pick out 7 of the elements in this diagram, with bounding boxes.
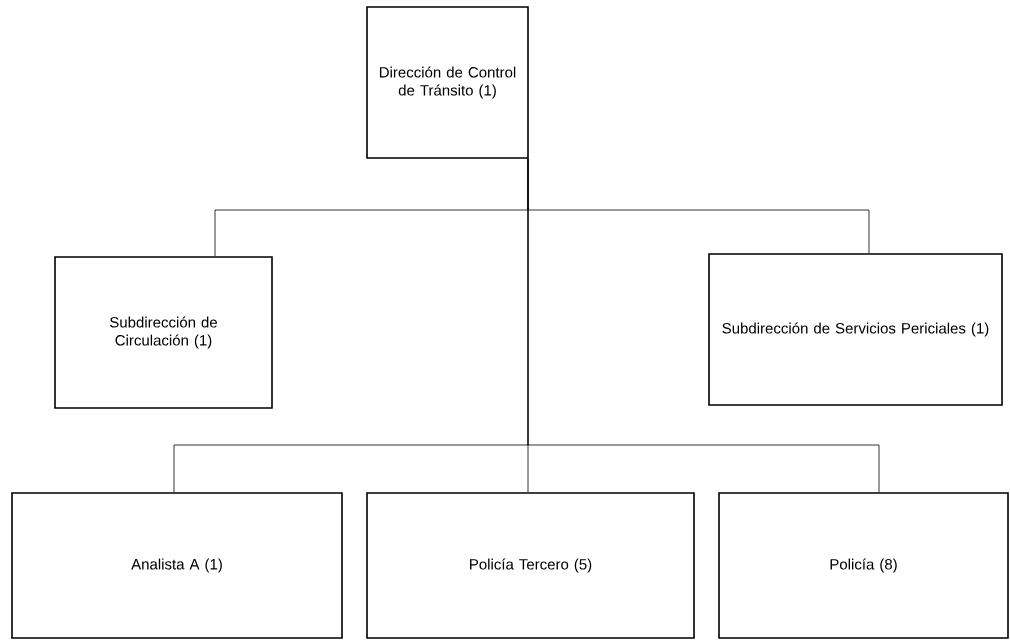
org-box: Dirección de Control de Tránsito (1) bbox=[366, 6, 529, 159]
org-box: Analista A (1) bbox=[11, 492, 343, 639]
connector-line bbox=[527, 158, 880, 493]
org-box: Subdirección de Servicios Periciales (1) bbox=[708, 253, 1003, 406]
org-box: Policía Tercero (5) bbox=[366, 492, 695, 639]
org-box: Subdirección de Circulación (1) bbox=[54, 256, 273, 409]
org-box: Policía (8) bbox=[718, 492, 1009, 639]
